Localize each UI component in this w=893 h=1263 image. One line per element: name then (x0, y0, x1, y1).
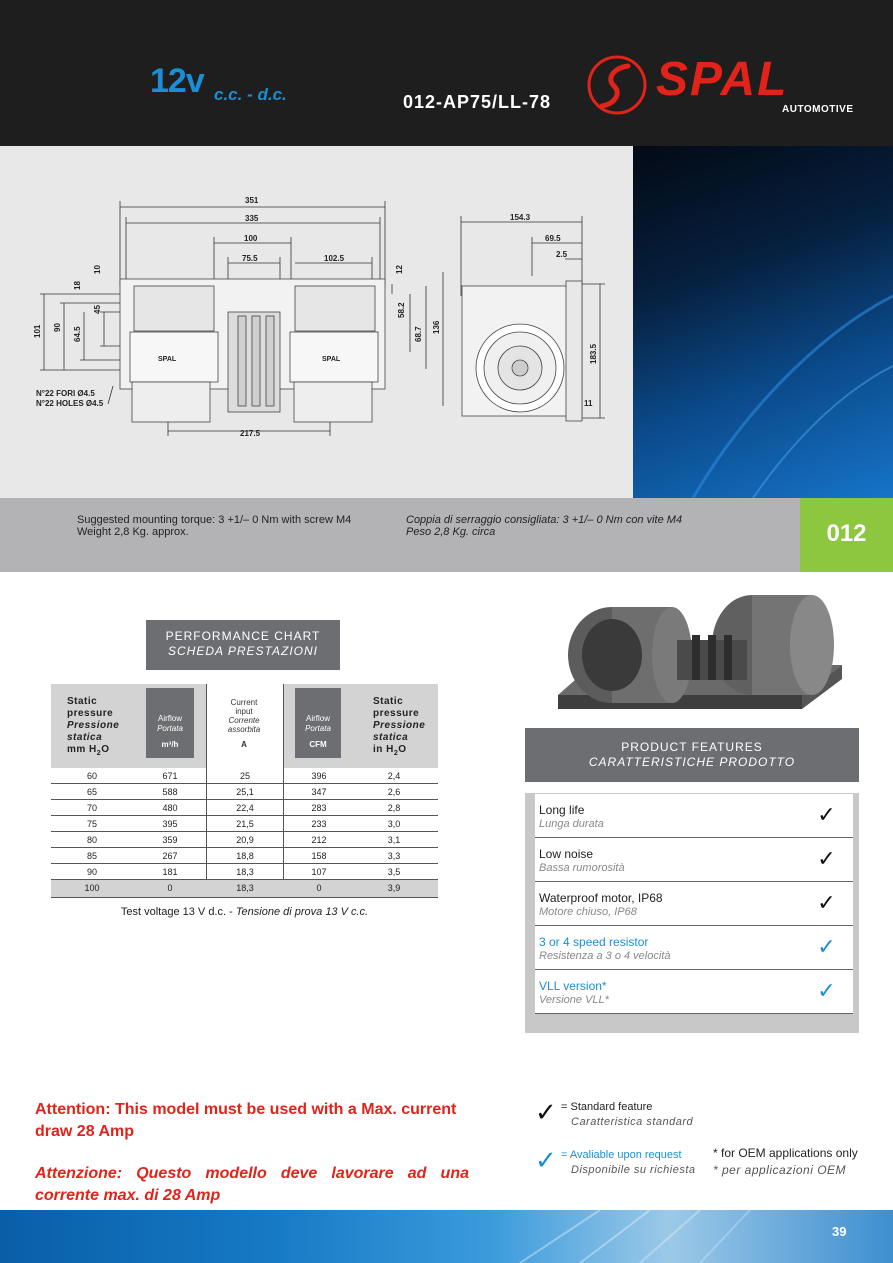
standard-check-icon: ✓ (535, 1097, 557, 1127)
product-features-title: PRODUCT FEATURES CARATTERISTICHE PRODOTT… (525, 728, 859, 782)
decorative-swoosh (691, 294, 893, 498)
weight-en: Weight 2,8 Kg. approx. (77, 526, 189, 538)
page-header: 12v c.c. - d.c. 012-AP75/LL-78 SPAL AUTO… (0, 0, 893, 146)
mounting-torque-en: Suggested mounting torque: 3 +1/– 0 Nm w… (77, 514, 352, 526)
dim-154-3: 154.3 (510, 213, 531, 222)
attention-note-en: Attention: This model must be used with … (35, 1101, 457, 1140)
weight-it: Peso 2,8 Kg. circa (406, 526, 496, 538)
page-number: 39 (832, 1224, 847, 1239)
oem-note: * for OEM applications only * per applic… (713, 1146, 858, 1177)
attention-note-it: Attenzione: Questo modello deve lavorare… (35, 1165, 469, 1204)
header-static-pressure-mm: Static pressure Pressione statica mm H2O (67, 696, 120, 757)
dim-217-5: 217.5 (240, 429, 261, 438)
technical-drawing: 351 335 100 75.5 102.5 217.5 101 90 64.5… (0, 146, 633, 498)
dim-101: 101 (33, 324, 42, 338)
check-icon: ✓ (800, 970, 853, 1014)
optional-check-icon: ✓ (535, 1145, 557, 1175)
dim-10: 10 (93, 265, 102, 274)
dim-64-5: 64.5 (73, 326, 82, 342)
current-type-label: c.c. - d.c. (214, 85, 287, 104)
decorative-blue-panel (633, 146, 893, 498)
header-airflow-m3h: Airflow Portata m³/h (146, 688, 194, 758)
performance-title-en: PERFORMANCE CHART (165, 629, 321, 643)
dim-90: 90 (53, 323, 62, 332)
blower-image (558, 595, 842, 709)
dim-335: 335 (245, 214, 259, 223)
dim-12: 12 (395, 265, 404, 274)
dim-68-7: 68.7 (414, 326, 423, 342)
model-code: 012-AP75/LL-78 (403, 92, 552, 112)
check-icon: ✓ (800, 794, 853, 838)
series-code: 012 (826, 520, 867, 547)
feature-vll-version: VLL version*Versione VLL* ✓ (535, 970, 853, 1014)
series-badge: 012 (800, 498, 893, 572)
performance-title-it: SCHEDA PRESTAZIONI (167, 644, 319, 658)
holes-label-it: N°22 FORI Ø4.5 (36, 389, 95, 398)
footer-texture (519, 1210, 751, 1263)
product-photo (552, 585, 862, 725)
dim-69-5: 69.5 (545, 234, 561, 243)
header-static-pressure-in: Static pressure Pressione statica in H2O (373, 696, 426, 757)
housing-logo-right: SPAL (322, 356, 341, 363)
dimension-drawing: 351 335 100 75.5 102.5 217.5 101 90 64.5… (33, 196, 605, 438)
dim-11: 11 (584, 399, 593, 408)
dim-45: 45 (93, 305, 102, 314)
dim-2-5: 2.5 (556, 250, 568, 259)
spal-logo: SPAL AUTOMOTIVE (584, 52, 864, 118)
performance-chart-title: PERFORMANCE CHART SCHEDA PRESTAZIONI (146, 620, 340, 670)
header-airflow-cfm: Airflow Portata CFM (295, 688, 341, 758)
features-title-it: CARATTERISTICHE PRODOTTO (588, 755, 796, 769)
test-voltage-note: Test voltage 13 V d.c. - Tensione di pro… (120, 906, 369, 918)
legend-optional: = Avaliable upon request Disponibile su … (561, 1149, 696, 1176)
spal-logo-icon (587, 55, 647, 115)
check-icon: ✓ (800, 882, 853, 926)
dim-351: 351 (245, 196, 259, 205)
brand-subtitle: AUTOMOTIVE (782, 104, 854, 115)
voltage-label: 12v (150, 62, 205, 100)
dim-18: 18 (73, 281, 82, 290)
mounting-info-it: Coppia di serraggio consigliata: 3 +1/– … (406, 514, 682, 538)
performance-table: Static pressure Pressione statica mm H2O… (51, 684, 438, 898)
check-icon: ✓ (800, 838, 853, 882)
mounting-info-en: Suggested mounting torque: 3 +1/– 0 Nm w… (77, 514, 351, 538)
performance-table-header: Static pressure Pressione statica mm H2O… (51, 684, 438, 768)
header-current: Current input Corrente assorbita A (227, 698, 261, 749)
dim-100: 100 (244, 234, 258, 243)
brand-name: SPAL (656, 53, 789, 106)
dim-183-5: 183.5 (589, 343, 598, 364)
dim-58-2: 58.2 (397, 302, 406, 318)
check-icon: ✓ (800, 926, 853, 970)
dim-75-5: 75.5 (242, 254, 258, 263)
holes-label-en: N°22 HOLES Ø4.5 (36, 399, 104, 408)
housing-logo-left: SPAL (158, 356, 177, 363)
features-title-en: PRODUCT FEATURES (621, 740, 763, 754)
mounting-torque-it: Coppia di serraggio consigliata: 3 +1/– … (406, 514, 683, 526)
mounting-info-band: Suggested mounting torque: 3 +1/– 0 Nm w… (0, 498, 800, 572)
legend-standard: = Standard feature Caratteristica standa… (561, 1101, 694, 1128)
dim-136: 136 (432, 320, 441, 334)
dim-102-5: 102.5 (324, 254, 345, 263)
page-footer: 39 (0, 1210, 893, 1263)
